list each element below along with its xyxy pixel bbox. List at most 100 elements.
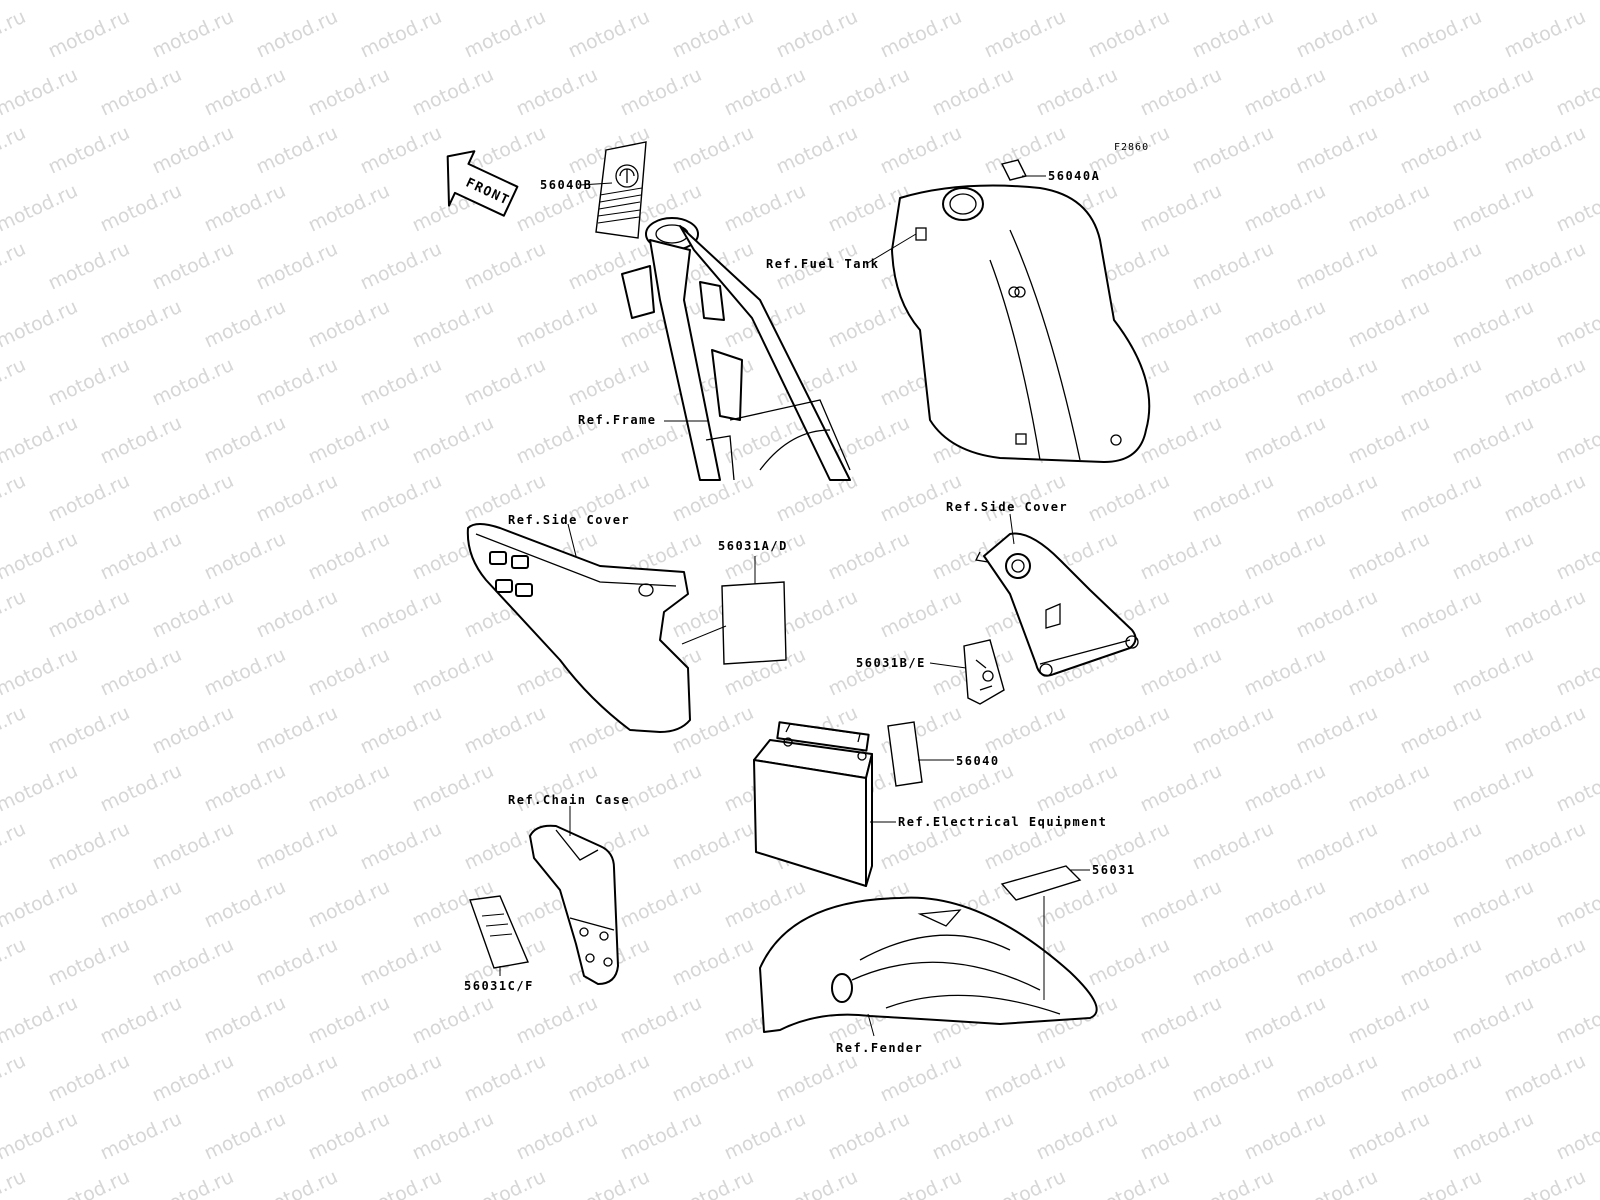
watermark-text: motod.ru [825,528,913,585]
watermark-text: motod.ru [1085,6,1173,63]
watermark-text: motod.ru [1449,992,1537,1049]
watermark-text: motod.ru [1085,470,1173,527]
decal-56040 [887,721,954,787]
watermark-text: motod.ru [253,6,341,63]
watermark-text: motod.ru [201,0,289,5]
fender-part [759,896,1098,1037]
watermark-text: motod.ru [305,644,393,701]
label-56031be: 56031B/E [856,656,926,670]
watermark-text: motod.ru [1345,644,1433,701]
watermark-text: motod.ru [253,1166,341,1200]
watermark-text: motod.ru [0,412,81,469]
watermark-text: motod.ru [981,6,1069,63]
watermark-text: motod.ru [1189,702,1277,759]
watermark-text: motod.ru [1397,1050,1485,1107]
watermark-text: motod.ru [0,818,29,875]
watermark-text: motod.ru [97,0,185,5]
watermark-text: motod.ru [149,122,237,179]
watermark-text: motod.ru [721,180,809,237]
watermark-text: motod.ru [1449,296,1537,353]
watermark-text: motod.ru [1553,876,1600,933]
watermark-text: motod.ru [617,1108,705,1165]
watermark-text: motod.ru [409,0,497,5]
watermark-text: motod.ru [1553,412,1600,469]
watermark-text: motod.ru [0,1108,81,1165]
watermark-text: motod.ru [1189,1050,1277,1107]
watermark-text: motod.ru [45,818,133,875]
watermark-text: motod.ru [1449,412,1537,469]
watermark-text: motod.ru [513,992,601,1049]
watermark-text: motod.ru [1241,992,1329,1049]
watermark-text: motod.ru [0,122,29,179]
watermark-text: motod.ru [773,1050,861,1107]
watermark-text: motod.ru [149,238,237,295]
watermark-text: motod.ru [357,934,445,991]
watermark-text: motod.ru [1345,296,1433,353]
watermark-text: motod.ru [513,296,601,353]
watermark-text: motod.ru [97,992,185,1049]
watermark-text: motod.ru [201,992,289,1049]
watermark-text: motod.ru [669,818,757,875]
watermark-text: motod.ru [1449,0,1537,5]
watermark-text: motod.ru [305,876,393,933]
watermark-text: motod.ru [1397,1166,1485,1200]
watermark-text: motod.ru [1553,64,1600,121]
watermark-text: motod.ru [929,1108,1017,1165]
watermark-text: motod.ru [1397,818,1485,875]
frame-part [621,217,851,481]
watermark-text: motod.ru [617,0,705,5]
right-side-cover-part [975,513,1139,677]
watermark-text: motod.ru [565,1166,653,1200]
watermark-text: motod.ru [97,876,185,933]
watermark-text: motod.ru [1397,6,1485,63]
label-ref-fender: Ref.Fender [836,1041,923,1055]
watermark-text: motod.ru [1241,1108,1329,1165]
watermark-text: motod.ru [1085,1166,1173,1200]
watermark-text: motod.ru [305,64,393,121]
watermark-text: motod.ru [1501,702,1589,759]
watermark-text: motod.ru [1397,586,1485,643]
watermark-text: motod.ru [1293,122,1381,179]
watermark-text: motod.ru [1189,934,1277,991]
watermark-text: motod.ru [409,296,497,353]
watermark-text: motod.ru [1293,702,1381,759]
watermark-text: motod.ru [1397,122,1485,179]
watermark-text: motod.ru [1501,6,1589,63]
watermark-text: motod.ru [253,354,341,411]
watermark-text: motod.ru [0,64,81,121]
watermark-text: motod.ru [1345,876,1433,933]
watermark-text: motod.ru [1085,934,1173,991]
watermark-text: motod.ru [357,354,445,411]
watermark-text: motod.ru [0,6,29,63]
watermark-text: motod.ru [565,1050,653,1107]
label-56031ad: 56031A/D [718,539,788,553]
watermark-text: motod.ru [97,412,185,469]
watermark-text: motod.ru [0,528,81,585]
watermark-text: motod.ru [149,586,237,643]
watermark-text: motod.ru [149,6,237,63]
watermark-text: motod.ru [617,760,705,817]
watermark-text: motod.ru [1085,1050,1173,1107]
watermark-text: motod.ru [253,934,341,991]
watermark-text: motod.ru [253,1050,341,1107]
watermark-text: motod.ru [617,64,705,121]
watermark-text: motod.ru [149,470,237,527]
watermark-text: motod.ru [1137,644,1225,701]
watermark-text: motod.ru [1293,1166,1381,1200]
decal-56031ad [681,556,787,665]
watermark-text: motod.ru [409,760,497,817]
watermark-text: motod.ru [305,412,393,469]
label-56031cf: 56031C/F [464,979,534,993]
watermark-text: motod.ru [253,470,341,527]
watermark-text: motod.ru [773,1166,861,1200]
watermark-text: motod.ru [929,64,1017,121]
watermark-text: motod.ru [1449,180,1537,237]
watermark-text: motod.ru [1553,528,1600,585]
watermark-text: motod.ru [149,818,237,875]
watermark-text: motod.ru [669,6,757,63]
watermark-text: motod.ru [45,122,133,179]
watermark-text: motod.ru [1397,238,1485,295]
watermark-text: motod.ru [45,1166,133,1200]
watermark-text: motod.ru [201,180,289,237]
